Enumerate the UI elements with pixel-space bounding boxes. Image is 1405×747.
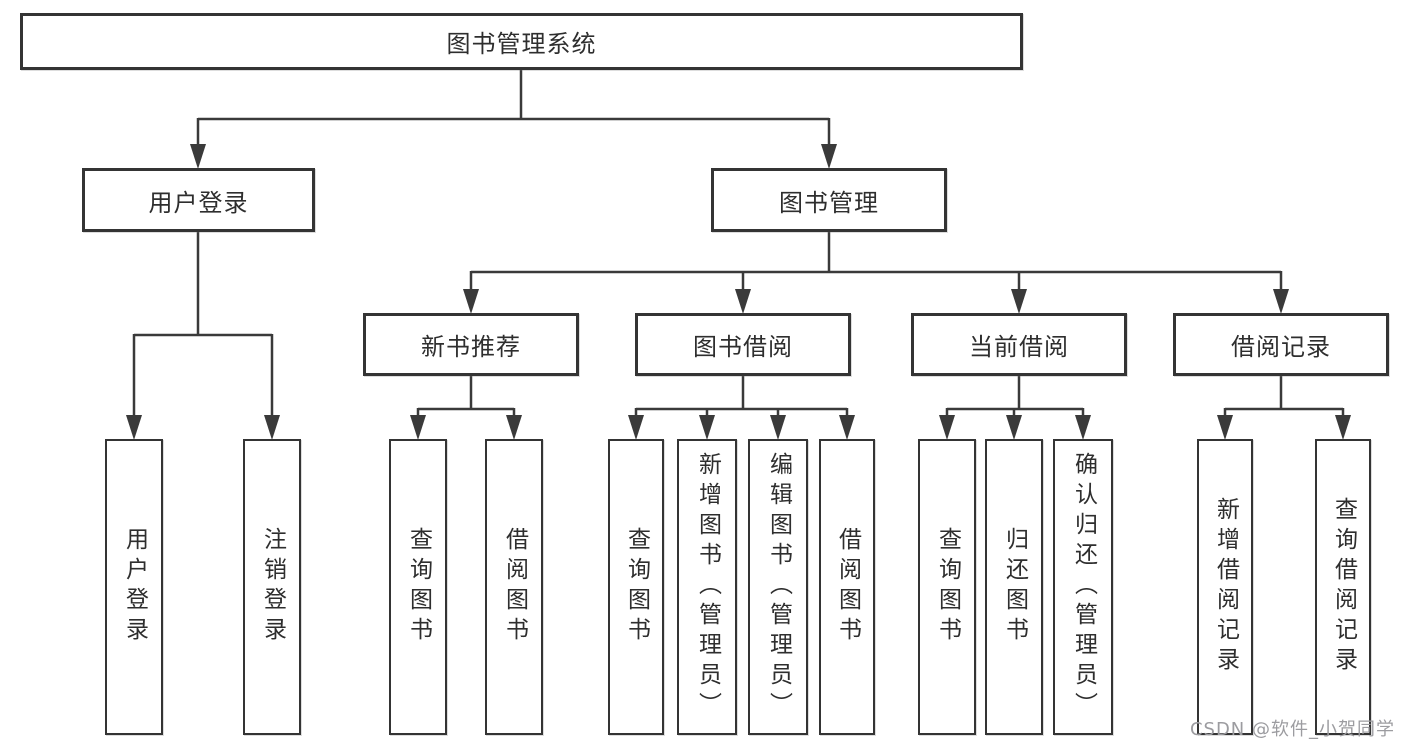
node-leaf-query-books-3: 查询图书 [918,439,976,735]
leaf-label: 查询图书 [405,527,432,647]
arrowhead-down-icon [1006,415,1022,440]
arrowhead-down-icon [410,415,426,440]
node-borrow-records: 借阅记录 [1173,313,1389,376]
node-leaf-add-book: 新增图书（管理员） [677,439,737,735]
watermark: CSDN @软件_小贺同学 [1189,719,1395,740]
node-leaf-confirm-return: 确认归还（管理员） [1053,439,1113,735]
node-book-borrowing: 图书借阅 [635,313,851,376]
arrowhead-down-icon [463,289,479,314]
arrowhead-down-icon [735,289,751,314]
arrowhead-down-icon [264,415,280,440]
leaf-label: 确认归还（管理员） [1070,452,1097,722]
leaf-label: 用户登录 [121,527,148,647]
node-leaf-logout: 注销登录 [243,439,301,735]
node-leaf-user-login: 用户登录 [105,439,163,735]
arrowhead-down-icon [126,415,142,440]
node-leaf-query-books-1: 查询图书 [389,439,447,735]
node-leaf-borrow-books-1: 借阅图书 [485,439,543,735]
node-leaf-edit-book: 编辑图书（管理员） [748,439,808,735]
node-book-management: 图书管理 [711,168,947,232]
node-user-login: 用户登录 [82,168,315,232]
arrowhead-down-icon [1217,415,1233,440]
arrowhead-down-icon [190,144,206,169]
arrowhead-down-icon [1335,415,1351,440]
node-leaf-borrow-books-2: 借阅图书 [819,439,875,735]
leaf-label: 新增图书（管理员） [694,452,721,722]
node-leaf-query-books-2: 查询图书 [608,439,664,735]
arrowhead-down-icon [939,415,955,440]
node-leaf-add-borrow-record: 新增借阅记录 [1197,439,1253,735]
leaf-label: 归还图书 [1001,527,1028,647]
leaf-label: 查询图书 [623,527,650,647]
arrowhead-down-icon [839,415,855,440]
arrowhead-down-icon [1273,289,1289,314]
leaf-label: 注销登录 [259,527,286,647]
node-library-system: 图书管理系统 [20,13,1023,70]
node-current-borrowing: 当前借阅 [911,313,1127,376]
node-leaf-return-book: 归还图书 [985,439,1043,735]
leaf-label: 借阅图书 [501,527,528,647]
arrowhead-down-icon [1011,289,1027,314]
arrowhead-down-icon [1075,415,1091,440]
leaf-label: 新增借阅记录 [1212,497,1239,677]
arrowhead-down-icon [821,144,837,169]
arrowhead-down-icon [506,415,522,440]
arrowhead-down-icon [699,415,715,440]
arrowhead-down-icon [628,415,644,440]
leaf-label: 查询图书 [934,527,961,647]
arrowhead-down-icon [770,415,786,440]
leaf-label: 查询借阅记录 [1330,497,1357,677]
leaf-label: 编辑图书（管理员） [765,452,792,722]
node-leaf-query-borrow-record: 查询借阅记录 [1315,439,1371,735]
leaf-label: 借阅图书 [834,527,861,647]
node-new-book-recommend: 新书推荐 [363,313,579,376]
